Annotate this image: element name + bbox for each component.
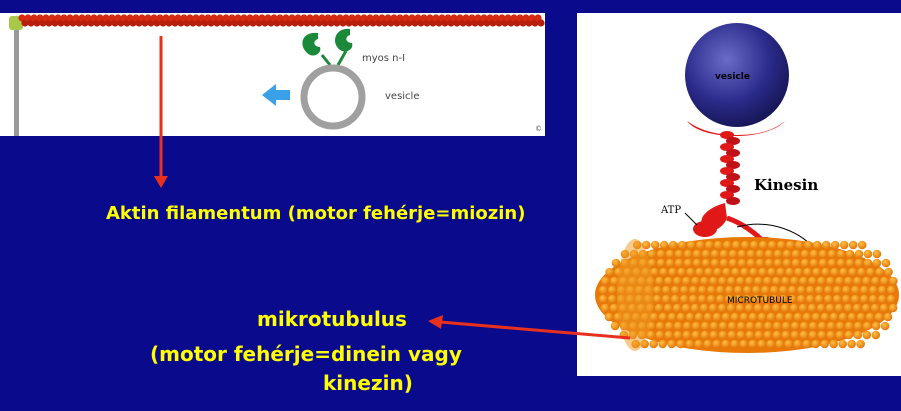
- vesicle-circle: [300, 64, 366, 130]
- actin-figure: myos n-I vesicle ©: [9, 14, 545, 136]
- myosin-head-1: [302, 32, 321, 56]
- microtubule-caption-line3: kinezin): [323, 371, 413, 395]
- actin-arrowhead-icon: [154, 176, 168, 188]
- kinesin-stalk: [720, 131, 740, 205]
- microtubule-caption-title: mikrotubulus: [257, 307, 407, 331]
- kinesin-figure: vesicle Kinesin ATP MICROTUBULE: [595, 23, 899, 353]
- myosin-label: myos n-I: [362, 53, 405, 64]
- figure-mark: ©: [535, 125, 542, 133]
- microtubule-label: MICROTUBULE: [727, 296, 793, 306]
- microtubule: [595, 237, 899, 353]
- myosin-tail-1: [320, 54, 332, 66]
- kinesin-head-1: [693, 221, 717, 237]
- kinesin-figure-panel: vesicle Kinesin ATP MICROTUBULE: [577, 13, 901, 376]
- membrane-post: [14, 23, 19, 136]
- vesicle-label: vesicle: [385, 91, 420, 102]
- kinesin-label: Kinesin: [754, 176, 818, 194]
- microtubule-arrowhead-icon: [428, 315, 443, 329]
- kinesin-light-chains: [687, 121, 785, 136]
- cargo-vesicle: [685, 23, 789, 127]
- cargo-vesicle-label: vesicle: [715, 72, 750, 82]
- actin-filament: [18, 14, 545, 27]
- movement-arrow-icon: [262, 84, 290, 106]
- atp-label: ATP: [660, 205, 681, 216]
- actin-figure-panel: myos n-I vesicle ©: [0, 13, 545, 136]
- actin-caption: Aktin filamentum (motor fehérje=miozin): [106, 203, 526, 224]
- myosin-tail-2: [336, 50, 348, 66]
- atp-pointer: [684, 212, 698, 226]
- myosin-head-2: [335, 28, 353, 52]
- microtubule-caption-line2: (motor fehérje=dinein vagy: [150, 342, 462, 366]
